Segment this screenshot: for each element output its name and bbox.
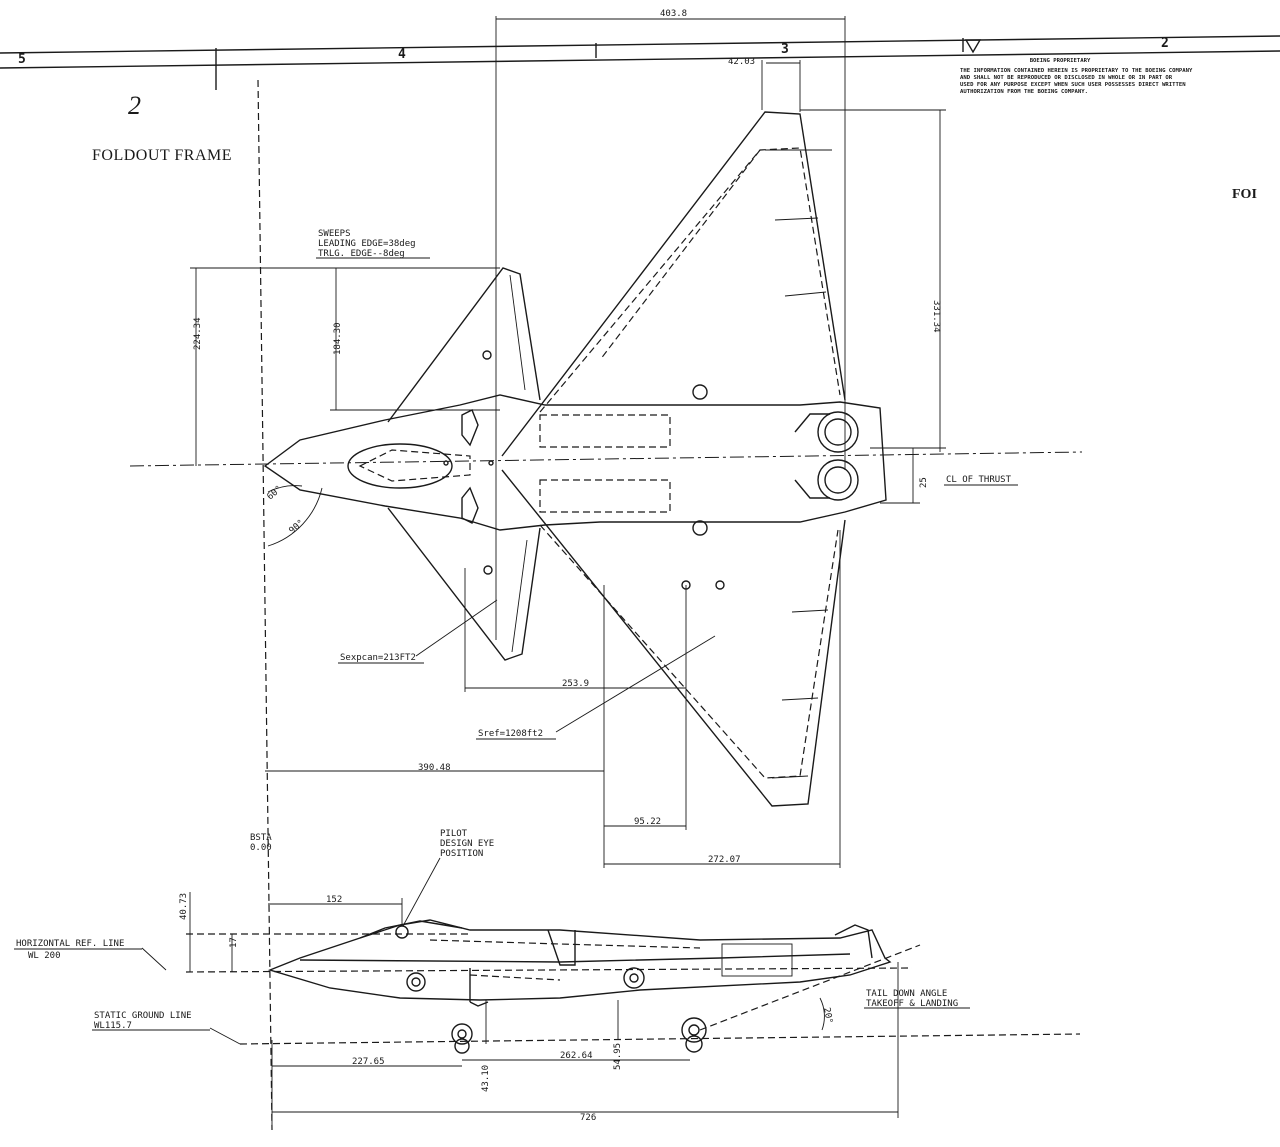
side-canopy [359, 920, 463, 939]
zone-marker-icon [964, 39, 982, 54]
dim-wing-root-chord: 272.07 [708, 855, 741, 865]
sweeps-trailing: TRLG. EDGE--8deg [318, 249, 405, 259]
zone-2: 2 [1161, 36, 1169, 51]
side-engine-bay [721, 943, 793, 977]
tail-down-label: TAIL DOWN ANGLE [866, 989, 947, 999]
notice-line: USED FOR ANY PURPOSE EXCEPT WHEN SUCH US… [960, 82, 1186, 88]
plan-centerline [129, 451, 1083, 467]
pilot-label: POSITION [440, 849, 483, 859]
wing-upper [501, 111, 846, 457]
sweeps-leading: LEADING EDGE=38deg [318, 239, 416, 249]
static-ground-line [239, 1033, 1081, 1045]
zone-strip: 5 4 3 2 [0, 35, 1280, 90]
foldout-frame-label: FOLDOUT FRAME [92, 147, 232, 164]
tail-down-sub: TAKEOFF & LANDING [866, 999, 958, 1009]
dim-thrust-offset: 25 [919, 477, 929, 488]
pilot-eye-icon [395, 925, 409, 939]
wing-lower [501, 469, 846, 807]
cl-thrust-label: CL OF THRUST [946, 475, 1012, 485]
horizontal-ref-wl: WL 200 [28, 951, 61, 961]
proprietary-notice: BOEING PROPRIETARY THE INFORMATION CONTA… [960, 58, 1193, 95]
bsta-value: 0.00 [250, 843, 272, 853]
notice-line: THE INFORMATION CONTAINED HEREIN IS PROP… [960, 68, 1193, 74]
dim-tip-chord: 42.03 [728, 57, 755, 67]
angle-90: 90° [288, 518, 307, 536]
dim-wheelbase: 262.64 [560, 1051, 593, 1061]
pilot-label: DESIGN EYE [440, 839, 494, 849]
dim-nose-strut: 43.10 [481, 1065, 491, 1092]
intake-upper [461, 409, 479, 447]
canard-upper [387, 267, 541, 423]
edge-fragment: FOI [1232, 187, 1257, 202]
horizontal-ref-label: HORIZONTAL REF. LINE [16, 939, 124, 949]
dim-canard-arm: 253.9 [562, 679, 589, 689]
dim-tail-angle: 20° [821, 1007, 834, 1025]
dim-canard-span-total: 224.34 [193, 317, 203, 350]
dim-eye-height: 40.73 [179, 893, 189, 920]
nozzle-lower [817, 459, 859, 501]
dim-canopy-height: 17 [229, 937, 239, 948]
zone-3: 3 [781, 42, 789, 57]
intake-lower [461, 486, 479, 524]
dim-wing-le-station: 390.48 [418, 763, 451, 773]
sweeps-title: SWEEPS [318, 229, 351, 239]
notice-line: AND SHALL NOT BE REPRODUCED OR DISCLOSED… [960, 75, 1173, 81]
dim-main-strut: 54.95 [613, 1043, 623, 1070]
sref-label: Sref=1208ft2 [478, 729, 543, 739]
fuselage-outline [263, 394, 887, 531]
plan-view: 403.8 42.03 331.34 224.34 184.30 25 253.… [129, 9, 1083, 1131]
sexpcan-label: Sexpcan=213FT2 [340, 653, 416, 663]
dim-eye-station: 152 [326, 895, 342, 905]
nozzle-upper [817, 411, 859, 453]
tail-down-angle-line [699, 944, 921, 1031]
dim-canard-span: 184.30 [333, 322, 343, 355]
dim-span-top: 403.8 [660, 9, 687, 19]
canard-pivot-lower [483, 565, 493, 575]
main-gear-wheel [681, 1017, 707, 1043]
zone-4: 4 [398, 47, 406, 62]
canard-pivot-upper [482, 350, 492, 360]
canopy [347, 443, 453, 489]
notice-line: AUTHORIZATION FROM THE BOEING COMPANY. [960, 89, 1088, 95]
pilot-label: PILOT [440, 829, 468, 839]
static-ground-wl: WL115.7 [94, 1021, 132, 1031]
zone-5: 5 [18, 52, 26, 67]
sheet-number: 2 [128, 91, 141, 120]
dim-half-span: 331.34 [931, 300, 941, 333]
static-ground-label: STATIC GROUND LINE [94, 1011, 192, 1021]
bsta-reference-line [257, 79, 273, 1131]
canard-lower [387, 507, 541, 661]
dim-nose-gear: 227.65 [352, 1057, 385, 1067]
bsta-label: BSTA [250, 833, 272, 843]
nose-gear-wheel [451, 1023, 473, 1045]
side-view: BSTA 0.00 PILOT DESIGN EYE POSITION HORI… [14, 829, 1081, 1130]
dim-overall-length: 726 [580, 1113, 596, 1123]
horizontal-ref-line [185, 967, 913, 973]
notice-title: BOEING PROPRIETARY [1030, 58, 1091, 64]
dim-mac-offset: 95.22 [634, 817, 661, 827]
